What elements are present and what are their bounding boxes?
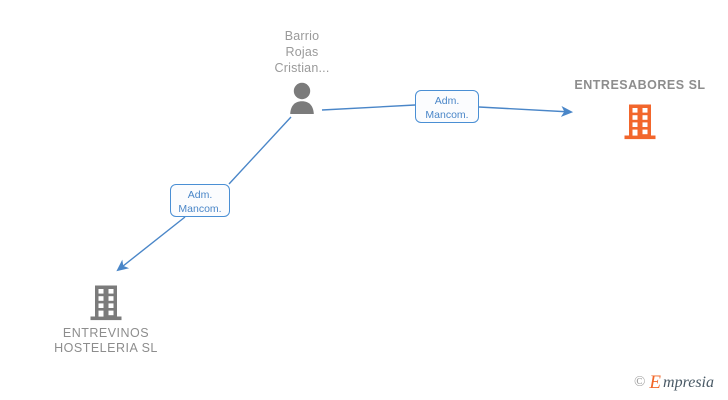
person-name-label: Barrio Rojas Cristian... bbox=[274, 29, 330, 75]
node-company-entrevinos[interactable]: ENTREVINOS HOSTELERIA SL bbox=[38, 282, 174, 356]
company-name-entrevinos: ENTREVINOS HOSTELERIA SL bbox=[54, 326, 158, 355]
empresia-watermark: © E mpresia bbox=[634, 373, 714, 392]
edge-label-adm-mancom-entresabores[interactable]: Adm. Mancom. bbox=[415, 90, 479, 123]
copyright-symbol: © bbox=[634, 374, 646, 390]
node-company-entresabores[interactable]: ENTRESABORES SL bbox=[552, 78, 728, 141]
edge-segment-person-to-label-2 bbox=[228, 116, 292, 185]
brand-initial: E bbox=[649, 372, 662, 393]
company-name-entresabores: ENTRESABORES SL bbox=[574, 78, 706, 92]
building-icon bbox=[552, 101, 728, 141]
edge-segment-label-2-to-entrevinos bbox=[116, 216, 186, 272]
brand-name: mpresia bbox=[663, 373, 714, 391]
edge-segment-label-1-to-entresabores bbox=[478, 106, 574, 117]
edge-label-adm-mancom-entrevinos[interactable]: Adm. Mancom. bbox=[170, 184, 230, 217]
building-icon bbox=[38, 282, 174, 322]
node-person-barrio-rojas[interactable]: Barrio Rojas Cristian... bbox=[248, 28, 356, 114]
edge-segment-person-to-label-1 bbox=[321, 104, 416, 111]
person-icon bbox=[248, 80, 356, 114]
